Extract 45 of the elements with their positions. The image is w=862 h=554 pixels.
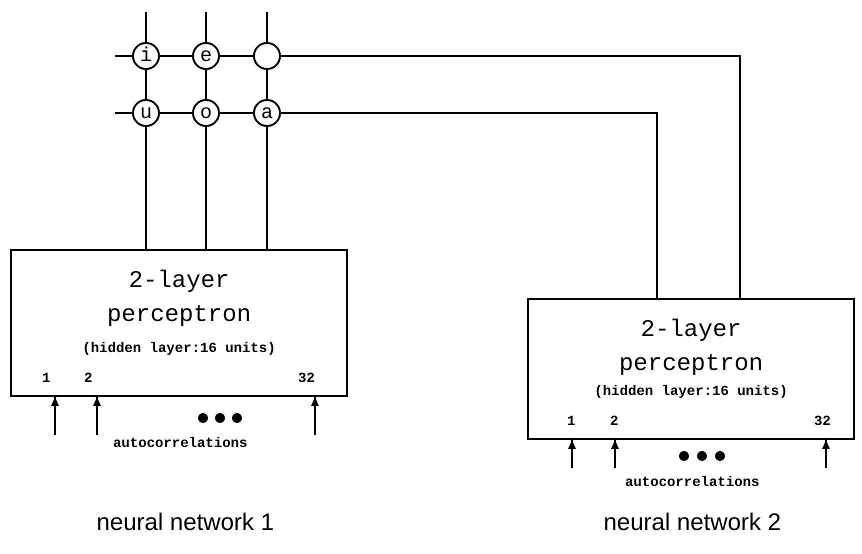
- input-index: 2: [610, 414, 618, 430]
- connection-line: [266, 12, 268, 42]
- input-arrow: [611, 440, 619, 468]
- input-arrow: [568, 440, 576, 468]
- input-index: 32: [298, 371, 315, 387]
- connection-line: [115, 112, 132, 114]
- connection-line: [115, 55, 132, 57]
- input-index: 1: [42, 371, 50, 387]
- connection-line: [281, 112, 658, 298]
- box-subtitle: (hidden layer:16 units): [593, 384, 789, 400]
- input-arrow: [93, 397, 101, 435]
- box-title: 2-layer perceptron: [106, 267, 252, 331]
- connection-line: [220, 112, 253, 114]
- input-index: 32: [814, 414, 831, 430]
- empty-neuron-circle: [253, 42, 281, 70]
- neuron-circle: i: [132, 42, 160, 70]
- connection-line: [160, 112, 192, 114]
- connection-line: [281, 55, 741, 298]
- input-caption: autocorrelations: [113, 436, 248, 452]
- neuron-circle: a: [253, 99, 281, 127]
- input-index: 2: [84, 371, 92, 387]
- input-caption: autocorrelations: [625, 475, 760, 491]
- box-subtitle: (hidden layer:16 units): [81, 341, 277, 357]
- connection-line: [160, 55, 192, 57]
- connection-line: [205, 70, 207, 99]
- perceptron-box: [10, 249, 348, 397]
- neuron-circle: u: [132, 99, 160, 127]
- connection-line: [145, 70, 147, 99]
- connection-line: [205, 12, 207, 42]
- connection-line: [266, 70, 268, 99]
- connection-line: [266, 127, 268, 249]
- input-index: 1: [567, 414, 576, 430]
- connection-line: [205, 127, 207, 249]
- box-title: 2-layer perceptron: [618, 316, 764, 380]
- network-caption: neural network 2: [604, 509, 781, 537]
- network-caption: neural network 1: [96, 509, 274, 537]
- connection-line: [145, 12, 147, 42]
- neuron-circle: o: [192, 99, 220, 127]
- input-arrow: [822, 440, 830, 468]
- neuron-circle: e: [192, 42, 220, 70]
- connection-line: [145, 127, 147, 249]
- connection-line: [220, 55, 253, 57]
- perceptron-box: [527, 298, 855, 440]
- input-arrow: [311, 397, 319, 435]
- input-arrow: [51, 397, 59, 435]
